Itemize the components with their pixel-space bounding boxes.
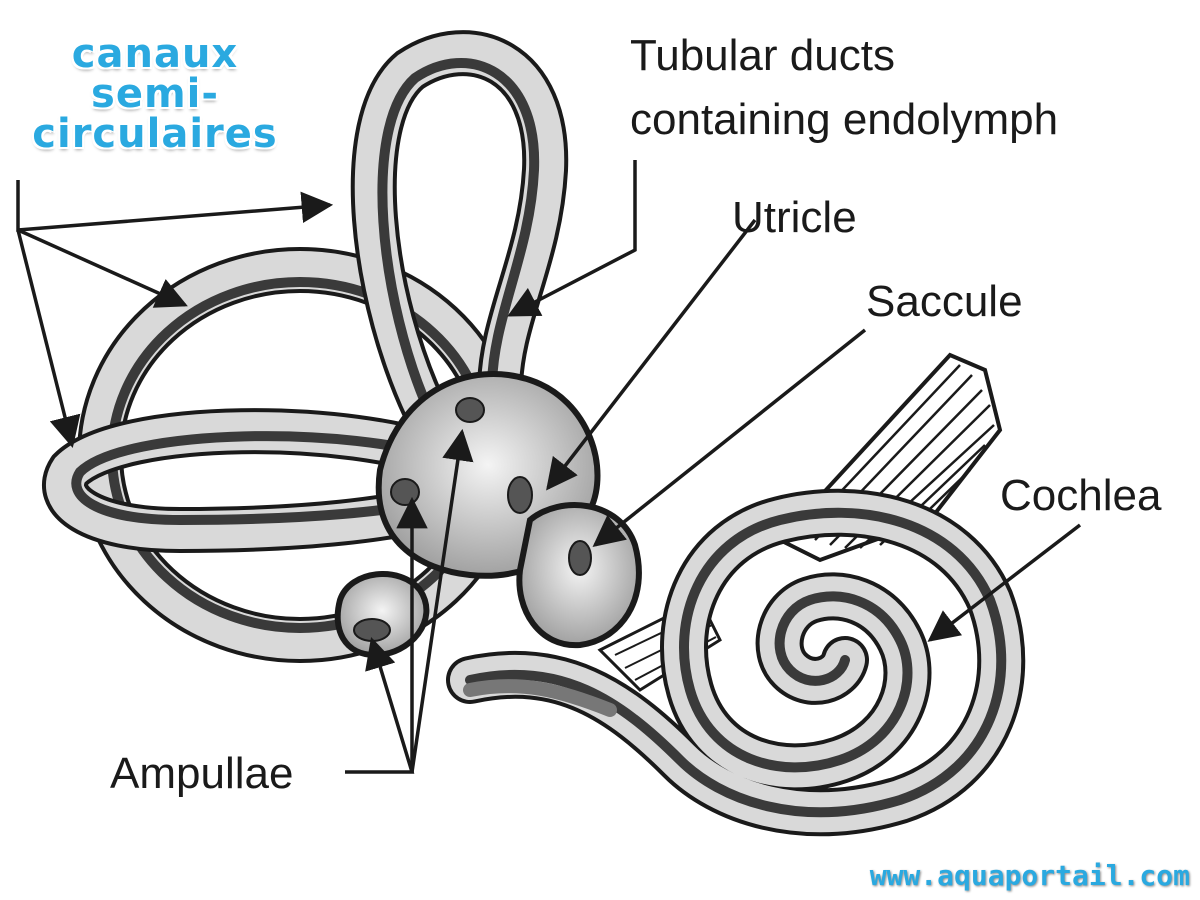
french-title-line-2: semi- [91, 71, 219, 117]
pointer-lines [16, 160, 1082, 774]
superior-canal [350, 30, 569, 431]
label-tubular-ducts-line-2: containing endolymph [630, 95, 1059, 144]
label-utricle: Utricle [732, 193, 857, 242]
arrow-canal-top [16, 180, 334, 232]
arrow-utricle [546, 218, 757, 491]
arrow-ampullae-3 [410, 428, 474, 773]
watermark: www.aquaportail.com [869, 859, 1190, 892]
label-ampullae: Ampullae [110, 749, 294, 798]
french-title-line-1: canaux [71, 31, 239, 77]
french-title-line-3: circulaires [32, 111, 278, 157]
label-cochlea: Cochlea [1000, 471, 1162, 520]
vestibule [334, 371, 642, 659]
horizontal-canal [42, 408, 468, 554]
arrow-saccule [592, 328, 867, 547]
label-saccule: Saccule [866, 277, 1023, 326]
arrow-ampullae-1 [345, 636, 415, 774]
arrow-canal-low [16, 229, 81, 449]
arrow-canal-mid [17, 228, 188, 308]
cochlea [446, 488, 1026, 837]
arrow-tubular-ducts [507, 160, 637, 317]
label-tubular-ducts-line-1: Tubular ducts [630, 31, 895, 80]
french-title: canaux semi- circulaires [10, 34, 300, 154]
arrow-cochlea [927, 523, 1082, 642]
